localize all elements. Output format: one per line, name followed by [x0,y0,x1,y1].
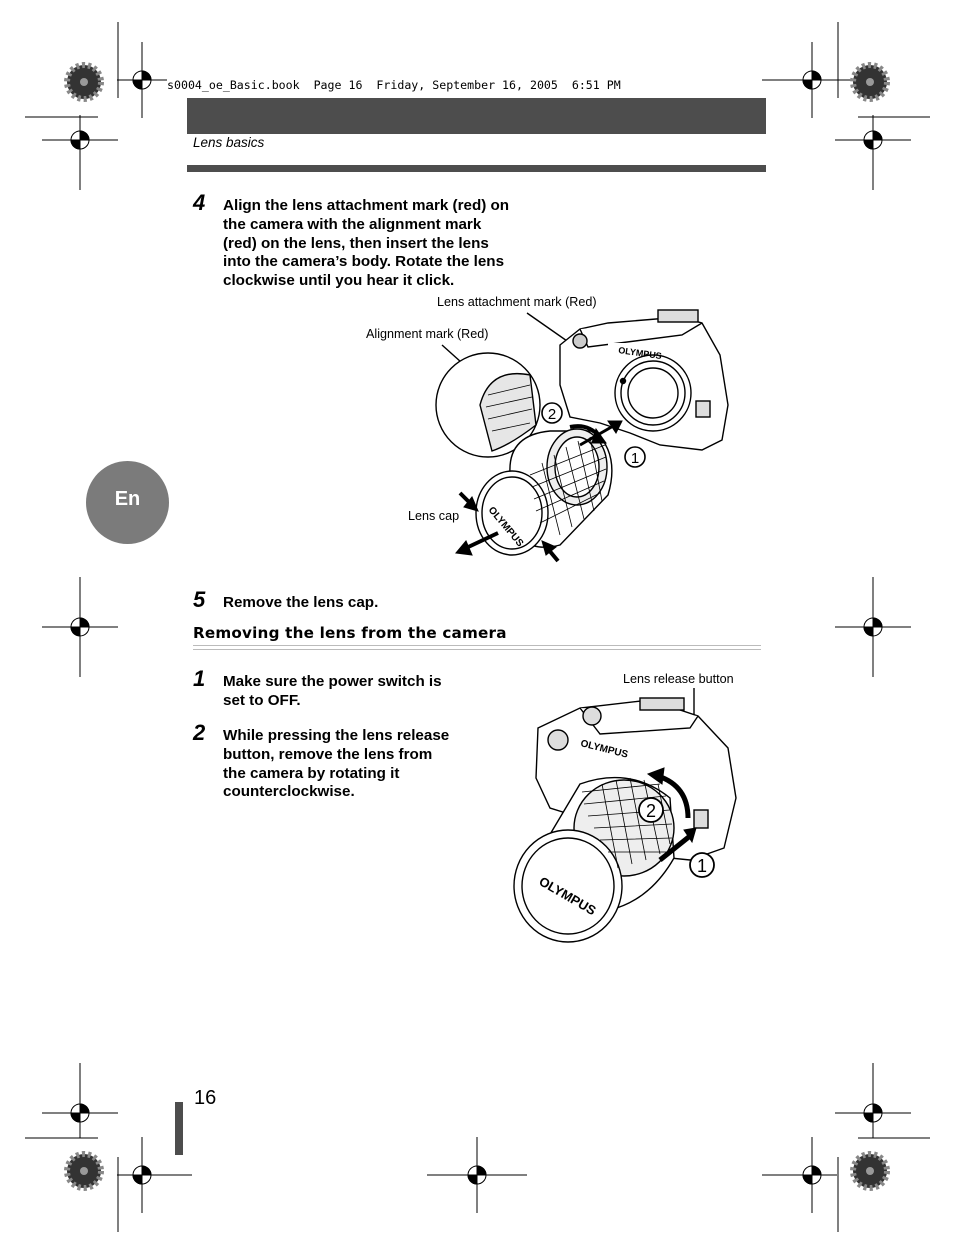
step-text: While pressing the lens release button, … [223,727,449,802]
language-tab-label: En [114,488,141,510]
step-line: the camera by rotating it [223,764,400,782]
step-line: Align the lens attachment mark (red) on [223,197,510,214]
step-number: 4 [193,190,206,215]
step-line: (red) on the lens, then insert the lens [223,234,489,252]
step-text: Make sure the power switch is set to OFF… [223,673,442,711]
step-line: Make sure the power switch is [223,673,442,690]
step-number: 2 [193,720,206,745]
print-header: s0004_oe_Basic.book Page 16 Friday, Sept… [167,78,621,92]
step-text: Align the lens attachment mark (red) on … [223,197,509,291]
step-line: button, remove the lens from [223,745,433,763]
label-lens-release-button: Lens release button [623,672,734,686]
section-title: Lens basics [193,135,265,150]
step-line: counterclockwise. [223,783,355,801]
step-number: 1 [193,666,206,691]
label-lens-attachment-mark: Lens attachment mark (Red) [437,295,597,309]
step-line: While pressing the lens release [223,727,450,744]
language-tab: En [86,461,169,544]
header-bar [187,98,766,134]
marker-1: 1 [631,450,639,467]
marker-2: 2 [548,406,556,423]
label-alignment-mark: Alignment mark (Red) [366,327,489,341]
subsection-rule [193,645,761,650]
label-lens-cap: Lens cap [408,509,460,523]
step-number: 5 [193,587,206,612]
step-text: Remove the lens cap. [223,594,378,613]
subsection-title: Removing the lens from the camera [193,624,507,642]
step-line: into the camera’s body. Rotate the lens [223,253,505,271]
header-rule [187,165,766,172]
footer-bar [175,1102,183,1155]
step-line: Remove the lens cap. [223,594,379,611]
step-line: set to OFF. [223,691,301,709]
step-line: the camera with the alignment mark [223,215,482,233]
marker-2: 2 [646,801,656,821]
lens-attach-illustration: OLYMPUS OLYMPUS 2 1 [435,309,729,563]
step-line: clockwise until you hear it click. [223,272,455,290]
page-number: 16 [194,1087,217,1109]
marker-1: 1 [697,856,707,876]
lens-release-illustration: OLYMPUS OLYMPUS 2 1 [513,688,737,943]
